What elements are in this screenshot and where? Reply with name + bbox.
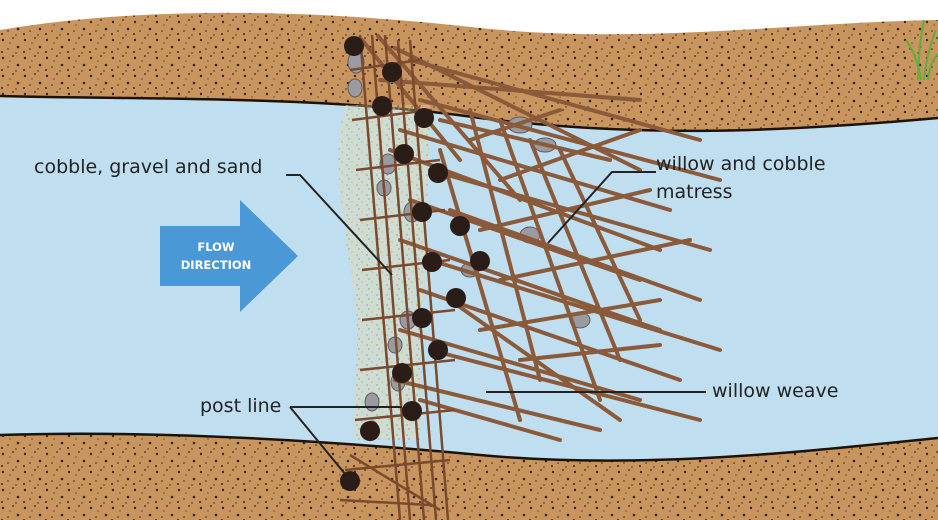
post xyxy=(412,308,432,328)
post xyxy=(392,363,412,383)
post xyxy=(414,108,434,128)
flow-label-line1: FLOW xyxy=(197,240,235,254)
post xyxy=(428,340,448,360)
post-line-label: post line xyxy=(200,395,281,417)
flow-label-line2: DIRECTION xyxy=(181,258,252,272)
post xyxy=(344,36,364,56)
post xyxy=(372,96,392,116)
post xyxy=(446,288,466,308)
post xyxy=(394,144,414,164)
willow-mattress-label-line2: matress xyxy=(656,181,732,203)
post xyxy=(470,251,490,271)
cobble-gravel-sand-label: cobble, gravel and sand xyxy=(34,156,262,178)
willow-mattress-label-line1: willow and cobble xyxy=(656,153,826,175)
willow-weave-label: willow weave xyxy=(712,380,838,402)
post xyxy=(428,163,448,183)
post xyxy=(382,62,402,82)
post xyxy=(402,401,422,421)
post xyxy=(360,421,380,441)
post xyxy=(450,216,470,236)
post xyxy=(340,471,360,491)
post xyxy=(422,252,442,272)
post xyxy=(412,202,432,222)
